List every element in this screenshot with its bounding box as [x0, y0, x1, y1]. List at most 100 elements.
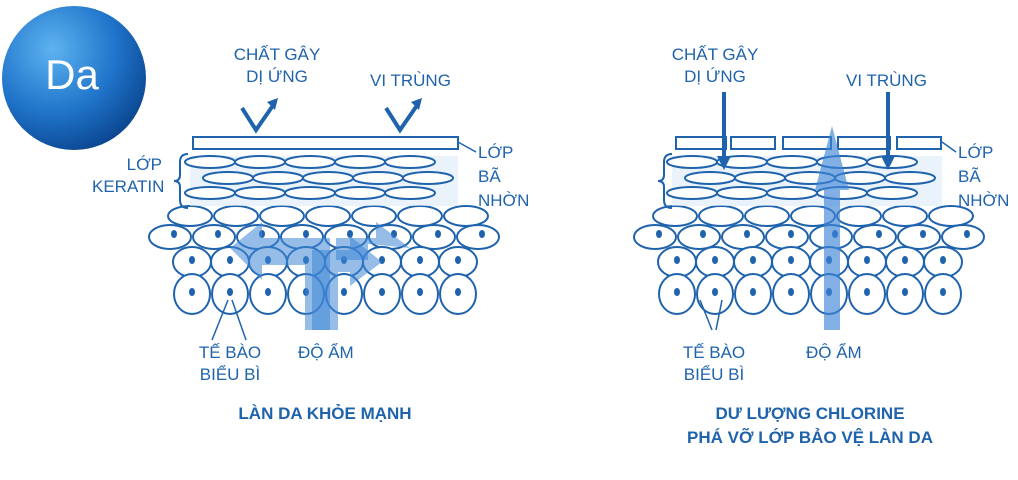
- damaged-germ-label: VI TRÙNG: [846, 71, 927, 90]
- keratin-cell: [202, 171, 254, 185]
- cell-nucleus: [674, 256, 680, 264]
- damaged-sebum-line-1: LỚP: [958, 143, 994, 162]
- healthy-keratin-line-1: LỚP: [126, 155, 162, 174]
- epidermal-cell: [652, 205, 698, 227]
- keratin-cell: [734, 171, 786, 185]
- cell-nucleus: [379, 288, 385, 296]
- cells-pointer-2: [231, 299, 247, 341]
- cell-nucleus: [227, 256, 233, 264]
- healthy-cells-line-1: TẾ BÀO: [198, 343, 262, 362]
- epidermal-cell: [148, 224, 192, 250]
- healthy-cells-line-2: BIỂU BÌ: [199, 365, 261, 384]
- allergen-deflect-arrow-head: [267, 98, 278, 110]
- cell-nucleus: [417, 256, 423, 264]
- epidermal-cell: [836, 205, 882, 227]
- keratin-cell: [384, 186, 436, 200]
- cell-nucleus: [455, 256, 461, 264]
- keratin-cell: [402, 171, 454, 185]
- badge-circle: [2, 6, 146, 150]
- keratin-cell: [184, 186, 236, 200]
- cell-nucleus: [303, 230, 309, 238]
- damaged-caption: DƯ LƯỢNG CHLORINE PHÁ VỠ LỚP BẢO VỆ LÀN …: [630, 402, 990, 450]
- keratin-brace: [657, 153, 673, 209]
- cell-nucleus: [750, 256, 756, 264]
- keratin-cell: [234, 186, 286, 200]
- epidermal-cell: [412, 224, 456, 250]
- cell-nucleus: [788, 256, 794, 264]
- cell-nucleus: [964, 230, 970, 238]
- keratin-cell: [666, 155, 718, 169]
- cell-nucleus: [744, 230, 750, 238]
- broken-barrier-segment: [730, 136, 776, 150]
- epidermal-cell: [192, 224, 236, 250]
- cell-nucleus: [712, 256, 718, 264]
- damaged-caption-line-1: DƯ LƯỢNG CHLORINE: [715, 404, 905, 423]
- cell-nucleus: [227, 288, 233, 296]
- keratin-cell: [866, 186, 918, 200]
- damaged-allergen-line-1: CHẤT GÂY: [671, 45, 759, 64]
- cell-nucleus: [171, 230, 177, 238]
- moisture-escape-arrow: [815, 126, 849, 330]
- epidermal-cell: [213, 205, 259, 227]
- epidermal-cell: [351, 205, 397, 227]
- keratin-cell: [352, 171, 404, 185]
- cell-nucleus: [902, 288, 908, 296]
- broken-barrier-segment: [675, 136, 727, 150]
- epidermal-cell: [897, 224, 941, 250]
- keratin-cell: [716, 186, 768, 200]
- keratin-cell: [384, 155, 436, 169]
- keratin-cell: [284, 155, 336, 169]
- protective-barrier: [192, 136, 459, 150]
- keratin-cell: [766, 155, 818, 169]
- epidermal-cell: [744, 205, 790, 227]
- epidermal-cell: [397, 205, 443, 227]
- epidermal-cell: [941, 224, 985, 250]
- epidermal-cell: [305, 205, 351, 227]
- keratin-cell: [334, 186, 386, 200]
- sebum-pointer: [941, 141, 957, 153]
- keratin-cell: [884, 171, 936, 185]
- keratin-cell: [284, 186, 336, 200]
- cell-nucleus: [479, 230, 485, 238]
- epidermal-cell: [456, 224, 500, 250]
- healthy-moisture-label: ĐỘ ẨM: [298, 343, 354, 362]
- moisture-arrow-left: [230, 222, 330, 330]
- germ-deflect-arrow: [384, 102, 420, 134]
- healthy-sebum-line-1: LỚP: [478, 143, 514, 162]
- keratin-cell: [666, 186, 718, 200]
- damaged-sebum-line-3: NHỜN: [958, 191, 1010, 210]
- healthy-allergen-line-1: CHẤT GÂY: [233, 45, 321, 64]
- damaged-allergen-line-2: DỊ ỨNG: [684, 67, 746, 86]
- cell-nucleus: [215, 230, 221, 238]
- healthy-keratin-label: LỚP KERATIN: [92, 154, 165, 198]
- allergen-entry-arrow-head: [717, 156, 731, 170]
- cell-nucleus: [455, 288, 461, 296]
- cell-nucleus: [189, 256, 195, 264]
- keratin-cell: [766, 186, 818, 200]
- cell-nucleus: [417, 288, 423, 296]
- keratin-cell: [302, 171, 354, 185]
- healthy-keratin-line-2: KERATIN: [92, 177, 165, 196]
- cell-nucleus: [940, 288, 946, 296]
- broken-barrier-segment: [896, 136, 942, 150]
- damaged-skin-panel: [633, 92, 985, 331]
- epidermal-cell: [721, 224, 765, 250]
- cell-nucleus: [788, 288, 794, 296]
- badge-label: Da: [45, 51, 99, 98]
- cell-nucleus: [674, 288, 680, 296]
- healthy-allergen-label: CHẤT GÂY DỊ ỨNG: [222, 44, 332, 88]
- cell-nucleus: [788, 230, 794, 238]
- cell-nucleus: [864, 288, 870, 296]
- cell-nucleus: [750, 288, 756, 296]
- allergen-deflect-arrow: [240, 102, 276, 134]
- epidermal-cell: [167, 205, 213, 227]
- cell-nucleus: [347, 230, 353, 238]
- cell-nucleus: [656, 230, 662, 238]
- cell-nucleus: [700, 230, 706, 238]
- epidermal-cell: [677, 224, 721, 250]
- broken-barrier-segment: [782, 136, 832, 150]
- damaged-cells-line-1: TẾ BÀO: [682, 343, 746, 362]
- keratin-cell: [184, 155, 236, 169]
- epidermal-cell: [698, 205, 744, 227]
- damaged-caption-line-2: PHÁ VỠ LỚP BẢO VỆ LÀN DA: [687, 428, 933, 447]
